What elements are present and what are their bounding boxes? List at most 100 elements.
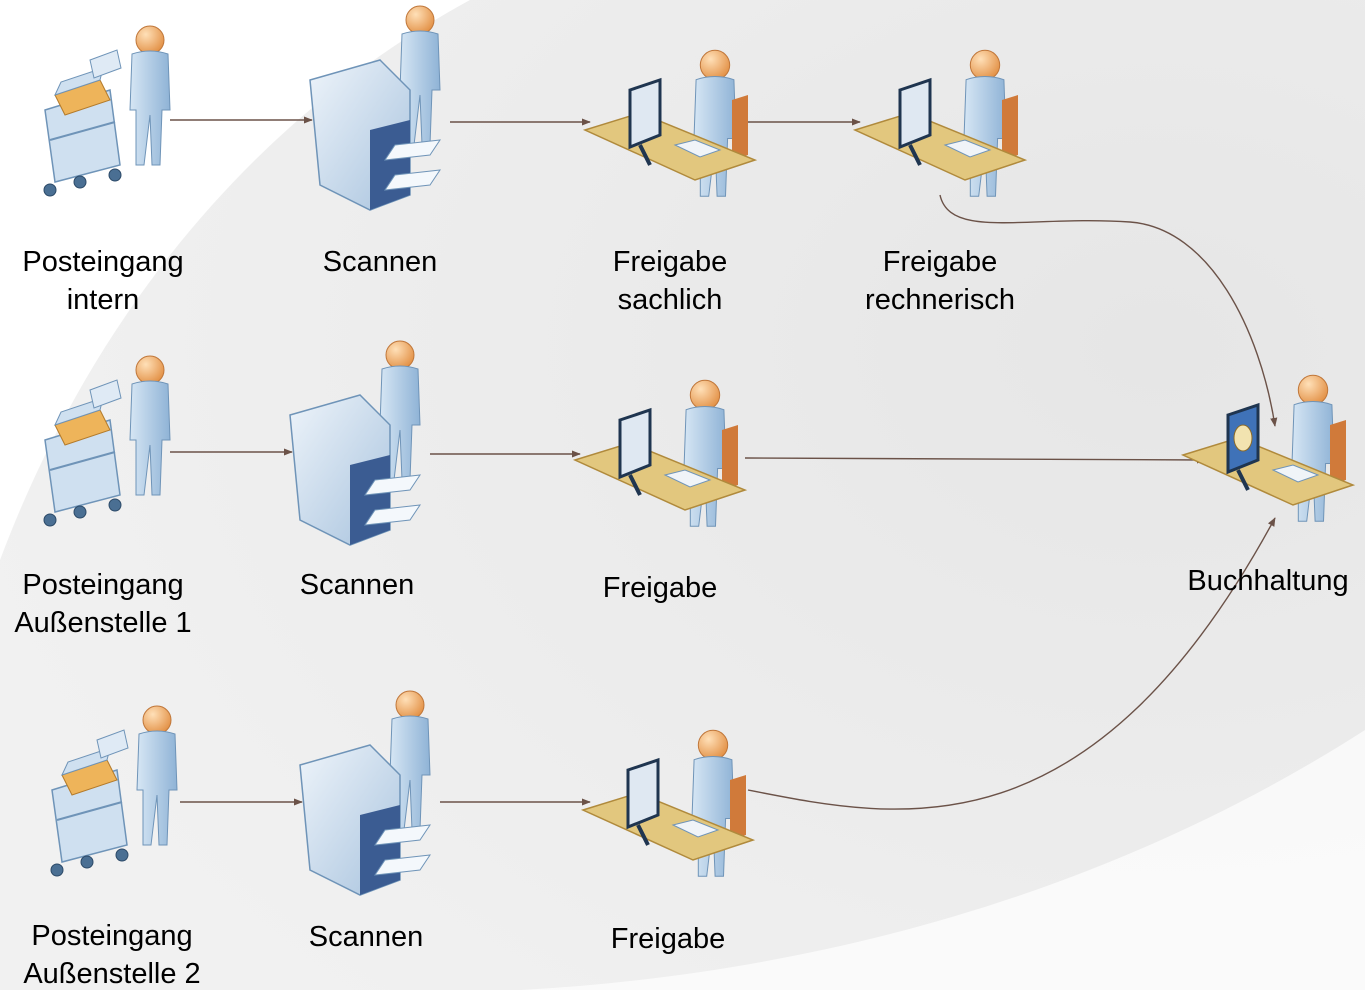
node-label-scannen-3: Scannen [309, 918, 424, 956]
cart-wheel-icon [43, 183, 57, 197]
node-label-line: Außenstelle 1 [14, 607, 192, 639]
person-head-icon [969, 49, 1001, 81]
envelope-icon [89, 49, 122, 79]
node-freigabe-2 [572, 379, 748, 527]
person-head-icon [135, 355, 165, 385]
node-posteingang-aussenstelle-1 [43, 355, 171, 527]
person-head-icon [1297, 374, 1329, 406]
cart-wheel-icon [50, 863, 64, 877]
node-label-scannen-1: Scannen [323, 243, 438, 281]
node-posteingang-intern [43, 25, 171, 197]
node-freigabe-sachlich [582, 49, 758, 197]
node-label-line: Posteingang [31, 920, 193, 952]
node-label-line: Freigabe [610, 923, 726, 955]
node-label-line: Posteingang [22, 246, 184, 278]
node-label-line: Freigabe [882, 246, 998, 278]
envelope-icon [89, 379, 122, 409]
edge-freigabe-3-to-buchhaltung [747, 517, 1276, 810]
node-label-line: Scannen [299, 569, 415, 601]
person-head-icon [699, 49, 731, 81]
person-head-icon [689, 379, 721, 411]
desk-icon [852, 112, 1028, 181]
cart-wheel-icon [73, 175, 87, 189]
person-head-icon [135, 25, 165, 55]
monitor-icon [618, 407, 652, 480]
chair-icon [1002, 95, 1018, 160]
node-label-line: Außenstelle 2 [23, 958, 201, 990]
cart-wheel-icon [80, 855, 94, 869]
chair-icon [722, 425, 738, 490]
node-freigabe-3 [580, 729, 756, 877]
monitor-stand-icon [908, 144, 922, 166]
cart-wheel-icon [115, 848, 129, 862]
node-scannen-2 [289, 340, 422, 546]
node-label-line: intern [66, 284, 140, 316]
node-buchhaltung [1180, 374, 1356, 522]
monitor-icon [626, 757, 660, 830]
paper-tray-icon [363, 504, 422, 526]
cart-shelf [49, 121, 116, 141]
scanner-front-icon [370, 120, 410, 210]
node-scannen-3 [299, 690, 432, 896]
background-swoosh-highlight [520, 730, 1365, 990]
scanner-front-icon [360, 805, 400, 895]
node-label-line: Freigabe [602, 572, 718, 604]
cart-shelf [49, 451, 116, 471]
edge-freigabe-2-to-buchhaltung [744, 456, 1206, 464]
person-body-icon [129, 380, 171, 496]
keyboard-icon [671, 819, 720, 838]
keyboard-icon [673, 139, 722, 158]
node-scannen-1 [309, 5, 442, 211]
keyboard-icon [1271, 464, 1320, 483]
node-label-line: Buchhaltung [1187, 565, 1349, 597]
person-head-icon [142, 705, 172, 735]
chair-icon [1330, 420, 1346, 485]
node-label-line: Scannen [308, 921, 424, 953]
palette-icon [1233, 424, 1253, 452]
node-label-scannen-2: Scannen [300, 566, 415, 604]
monitor-stand-icon [1236, 469, 1250, 491]
node-freigabe-rechnerisch [852, 49, 1028, 197]
monitor-icon [898, 77, 932, 150]
node-label-freigabe-rechnerisch: Freigabe rechnerisch [865, 243, 1015, 319]
person-head-icon [697, 729, 729, 761]
chair-icon [732, 95, 748, 160]
person-body-icon [136, 730, 178, 846]
monitor-stand-icon [638, 144, 652, 166]
monitor-stand-icon [628, 474, 642, 496]
node-label-line: sachlich [617, 284, 723, 316]
cart-wheel-icon [73, 505, 87, 519]
chair-icon [730, 775, 746, 840]
desk-icon [582, 112, 758, 181]
cart-wheel-icon [43, 513, 57, 527]
paper-tray-icon [383, 169, 442, 191]
desk-icon [580, 792, 756, 861]
node-label-line: Posteingang [22, 569, 184, 601]
node-posteingang-aussenstelle-2 [50, 705, 178, 877]
paper-tray-icon [363, 474, 422, 496]
desk-icon [572, 442, 748, 511]
paper-tray-icon [373, 824, 432, 846]
node-label-line: Scannen [322, 246, 438, 278]
scanner-front-icon [350, 455, 390, 545]
nodes-layer [43, 5, 1356, 896]
envelope-icon [96, 729, 129, 759]
node-label-freigabe-3: Freigabe [611, 920, 725, 958]
desk-icon [1180, 437, 1356, 506]
node-label-posteingang-intern: Posteingang intern [22, 243, 183, 319]
edge-freigabe-rechnerisch-to-buchhaltung [939, 194, 1278, 427]
node-label-line: rechnerisch [865, 284, 1015, 316]
node-label-freigabe-2: Freigabe [603, 569, 717, 607]
node-label-buchhaltung: Buchhaltung [1187, 562, 1348, 600]
keyboard-icon [663, 469, 712, 488]
person-body-icon [129, 50, 171, 166]
monitor-stand-icon [636, 824, 650, 846]
cart-wheel-icon [108, 168, 122, 182]
person-head-icon [395, 690, 425, 720]
cart-wheel-icon [108, 498, 122, 512]
paper-tray-icon [383, 139, 442, 161]
keyboard-icon [943, 139, 992, 158]
